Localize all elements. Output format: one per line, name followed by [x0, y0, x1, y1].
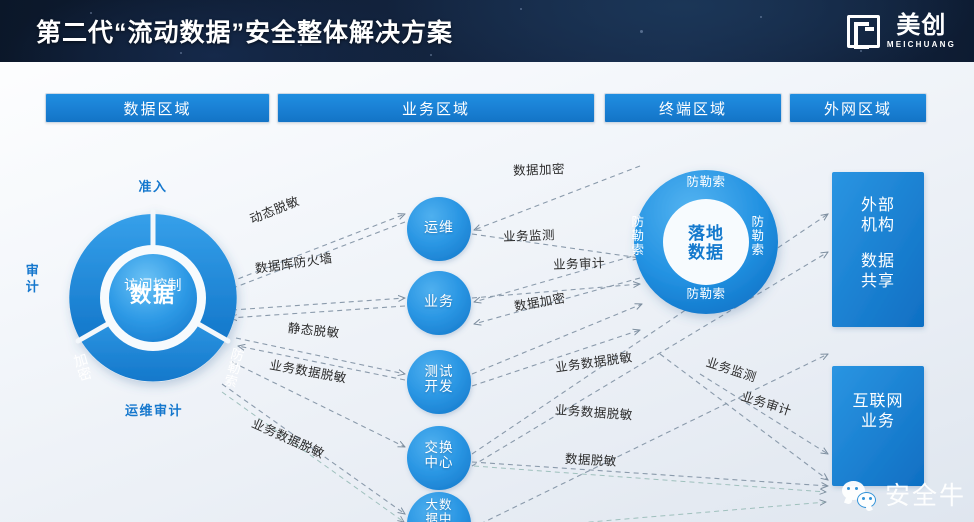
edge-group-left [221, 214, 405, 514]
donut-segment-label-access: 访问控制 [124, 277, 182, 293]
logo-name-cn: 美创 [896, 11, 947, 39]
edge-label-data-masking: 数据脱敏 [564, 452, 618, 469]
node-test-dev[interactable] [407, 350, 471, 414]
zone-label: 终端区域 [658, 100, 727, 118]
edge-label-biz-audit-1: 业务审计 [552, 256, 606, 272]
landing-data-node[interactable] [634, 170, 778, 314]
wechat-icon [841, 480, 876, 508]
edge-group-teal [221, 391, 826, 522]
edge-label-biz-monitor-1: 业务监测 [502, 228, 556, 244]
watermark-text: 安全牛 [884, 482, 966, 510]
zone-bar-data[interactable]: 数据区域 [45, 93, 270, 123]
zone-label: 数据区域 [123, 100, 192, 118]
slide-header: 第二代“流动数据”安全整体解决方案 美创 MEICHUANG [0, 0, 974, 62]
box-label-external-org: 外部机构 数据共享 [860, 197, 895, 290]
zone-label: 外网区域 [823, 100, 892, 118]
edge-group-right [471, 214, 828, 522]
zone-bar-external[interactable]: 外网区域 [789, 93, 927, 123]
donut-outer-label-entry: 准入 [138, 179, 168, 194]
logo-name-en: MEICHUANG [886, 39, 956, 49]
brand-logo: 美创 MEICHUANG [846, 8, 956, 54]
edge-group-center [471, 165, 642, 387]
box-external-org[interactable] [832, 172, 924, 327]
box-label-internet-business: 互联网业务 [852, 393, 904, 430]
zone-label: 业务区域 [401, 100, 470, 118]
donut-outer-label-audit: 审计 [25, 263, 41, 295]
zone-bar-terminal[interactable]: 终端区域 [604, 93, 782, 123]
donut-outer-label-ops-audit: 运维审计 [124, 403, 183, 418]
landing-ring-label-left: 防勒索 [631, 215, 645, 257]
page-title: 第二代“流动数据”安全整体解决方案 [36, 19, 454, 47]
watermark: 安全牛 [841, 474, 966, 514]
box-internet-business[interactable] [832, 366, 924, 486]
business-node-group [407, 197, 471, 522]
donut-center-label: 数据 [130, 284, 176, 307]
edge-label-data-encryption-1: 数据加密 [512, 162, 566, 178]
landing-ring-label-bottom: 防勒索 [686, 287, 726, 301]
diagram-canvas [69, 165, 924, 522]
node-business[interactable] [407, 271, 471, 335]
logo-mark-icon [846, 14, 880, 49]
node-ops[interactable] [407, 197, 471, 261]
node-exchange-center[interactable] [407, 426, 471, 490]
logo-text: 美创 MEICHUANG [886, 11, 956, 49]
zone-bar-business[interactable]: 业务区域 [277, 93, 595, 123]
node-bigdata-center[interactable] [407, 492, 471, 522]
landing-ring-label-right: 防勒索 [751, 215, 765, 257]
data-donut[interactable] [69, 209, 237, 382]
edge-group-left-back [228, 221, 406, 381]
landing-ring-label-top: 防勒索 [686, 175, 726, 189]
